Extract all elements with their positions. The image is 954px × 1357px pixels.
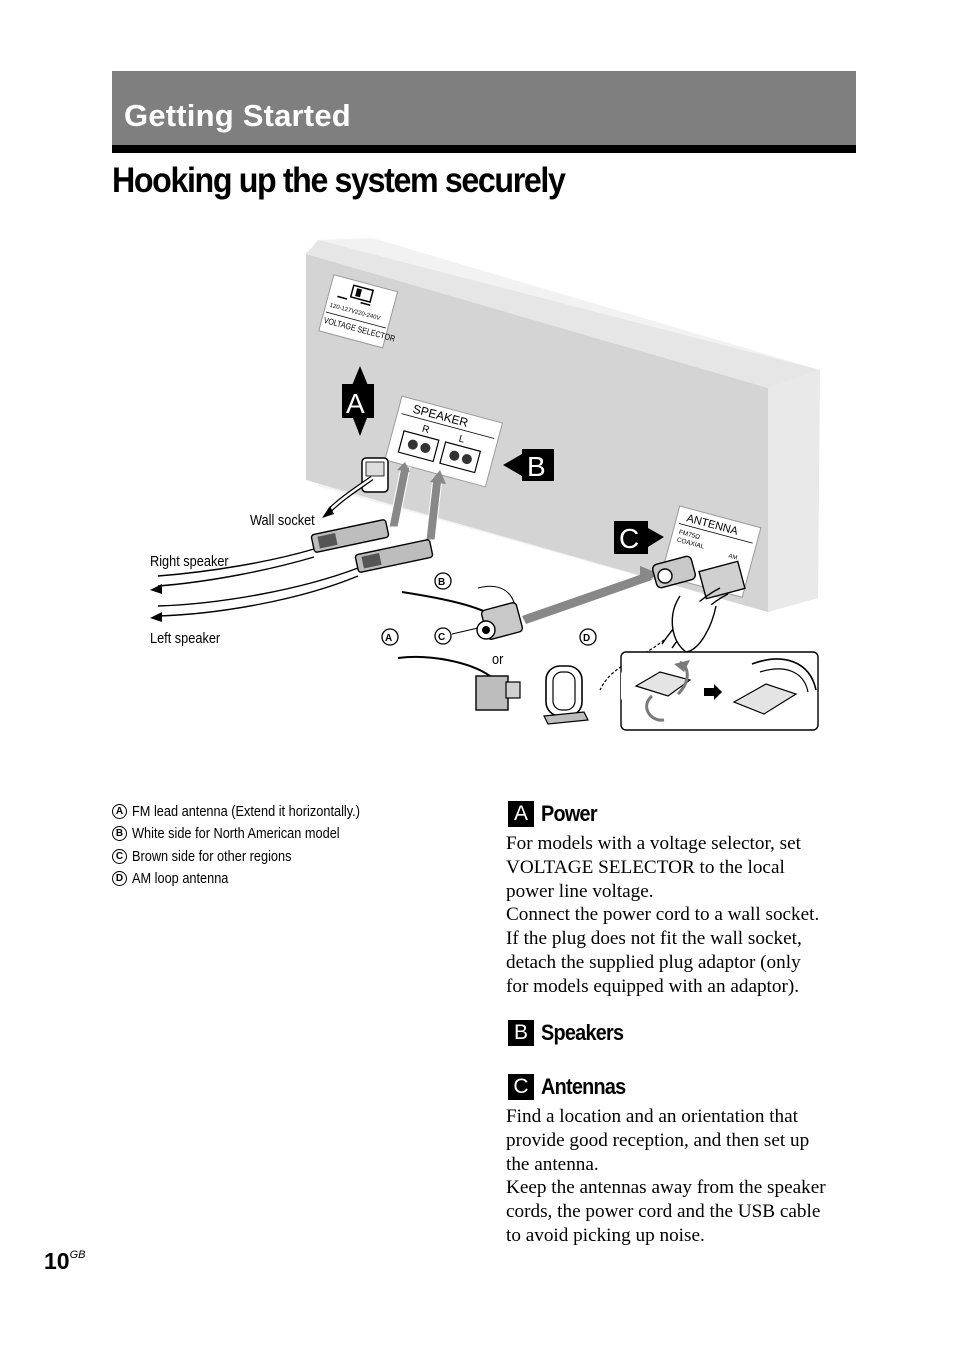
am-loop-inset — [620, 651, 819, 731]
or-label: or — [492, 651, 504, 668]
legend-text-a: FM lead antenna (Extend it horizontally.… — [132, 802, 360, 820]
power-line: Connect the power cord to a wall socket. — [506, 904, 820, 926]
hookup-diagram: 120-127V 220-240V VOLTAGE SELECTOR SPEAK… — [150, 238, 820, 731]
legend-item-b: B White side for North American model — [112, 823, 442, 846]
speakers-title: Speakers — [541, 1020, 624, 1045]
antennas-line: Find a location and an orientation that — [506, 1106, 799, 1127]
legend-item-c: C Brown side for other regions — [112, 845, 442, 868]
antennas-heading: C Antennas — [508, 1074, 635, 1100]
marker-b-text: B — [527, 451, 546, 482]
speaker-cords — [150, 462, 446, 622]
legend-marker-a: A — [112, 803, 127, 819]
page-title: Hooking up the system securely — [112, 161, 566, 200]
marker-c-text: C — [619, 523, 639, 554]
callout-c-text: C — [438, 632, 445, 643]
power-line: If the plug does not fit the wall socket… — [506, 928, 802, 950]
legend-text-c: Brown side for other regions — [132, 847, 292, 865]
callout-a-text: A — [385, 633, 392, 644]
marker-b: B — [503, 449, 554, 482]
page-number-value: 10 — [44, 1248, 70, 1274]
antennas-body: Find a location and an orientation that … — [506, 1105, 866, 1248]
power-line: for models equipped with an adaptor). — [506, 975, 800, 997]
legend-item-d: D AM loop antenna — [112, 868, 442, 891]
power-heading: A Power — [508, 801, 603, 827]
right-speaker-label: Right speaker — [150, 553, 229, 570]
callout-d: D — [579, 628, 597, 646]
legend-text-b: White side for North American model — [132, 825, 340, 843]
page-number: 10GB — [44, 1248, 86, 1275]
section-rule — [112, 145, 856, 153]
unit-back-panel — [306, 238, 820, 612]
fm-coax-alt — [397, 655, 521, 711]
antenna-plugs — [599, 555, 746, 691]
speakers-marker: B — [508, 1020, 534, 1046]
wall-socket-label: Wall socket — [250, 512, 315, 529]
marker-c: C — [614, 521, 664, 554]
antennas-line: to avoid picking up noise. — [506, 1224, 705, 1246]
legend-marker-c: C — [112, 848, 127, 864]
antennas-line: Keep the antennas away from the speaker — [506, 1177, 826, 1199]
speaker-l-text: L — [457, 434, 466, 446]
marker-a-text: A — [346, 388, 365, 419]
callout-d-text: D — [583, 633, 590, 644]
callout-a: A — [381, 628, 399, 646]
legend: A FM lead antenna (Extend it horizontall… — [112, 800, 442, 890]
legend-item-a: A FM lead antenna (Extend it horizontall… — [112, 800, 442, 823]
antenna-am-text: AM — [728, 553, 738, 561]
power-line: detach the supplied plug adaptor (only — [506, 951, 801, 973]
fm-lead-antenna — [401, 566, 660, 640]
speakers-heading: B Speakers — [508, 1020, 632, 1046]
left-speaker-label: Left speaker — [150, 630, 221, 647]
legend-marker-d: D — [112, 871, 127, 887]
power-marker: A — [508, 801, 534, 827]
power-cord — [322, 457, 389, 518]
antennas-line: provide good reception, and then set up — [506, 1129, 810, 1151]
power-line: VOLTAGE SELECTOR to the local — [506, 856, 785, 878]
callout-c: C — [434, 627, 452, 645]
power-line: For models with a voltage selector, set — [506, 833, 801, 854]
callout-b-text: B — [438, 577, 445, 588]
marker-a: A — [342, 366, 374, 436]
antennas-line: cords, the power cord and the USB cable — [506, 1201, 821, 1223]
antennas-marker: C — [508, 1074, 534, 1100]
legend-text-d: AM loop antenna — [132, 870, 229, 888]
power-title: Power — [541, 801, 598, 826]
legend-marker-b: B — [112, 826, 127, 842]
am-loop-antenna — [543, 665, 589, 725]
section-banner — [112, 71, 856, 145]
callout-b: B — [434, 572, 452, 590]
power-body: For models with a voltage selector, set … — [506, 832, 866, 999]
voltage-selector-plate: 120-127V 220-240V VOLTAGE SELECTOR — [318, 274, 399, 349]
speaker-r-text: R — [421, 424, 431, 436]
antennas-title: Antennas — [541, 1074, 626, 1099]
page-number-suffix: GB — [69, 1249, 86, 1261]
section-title: Getting Started — [124, 98, 351, 133]
antennas-line: the antenna. — [506, 1153, 599, 1175]
power-line: power line voltage. — [506, 880, 654, 902]
